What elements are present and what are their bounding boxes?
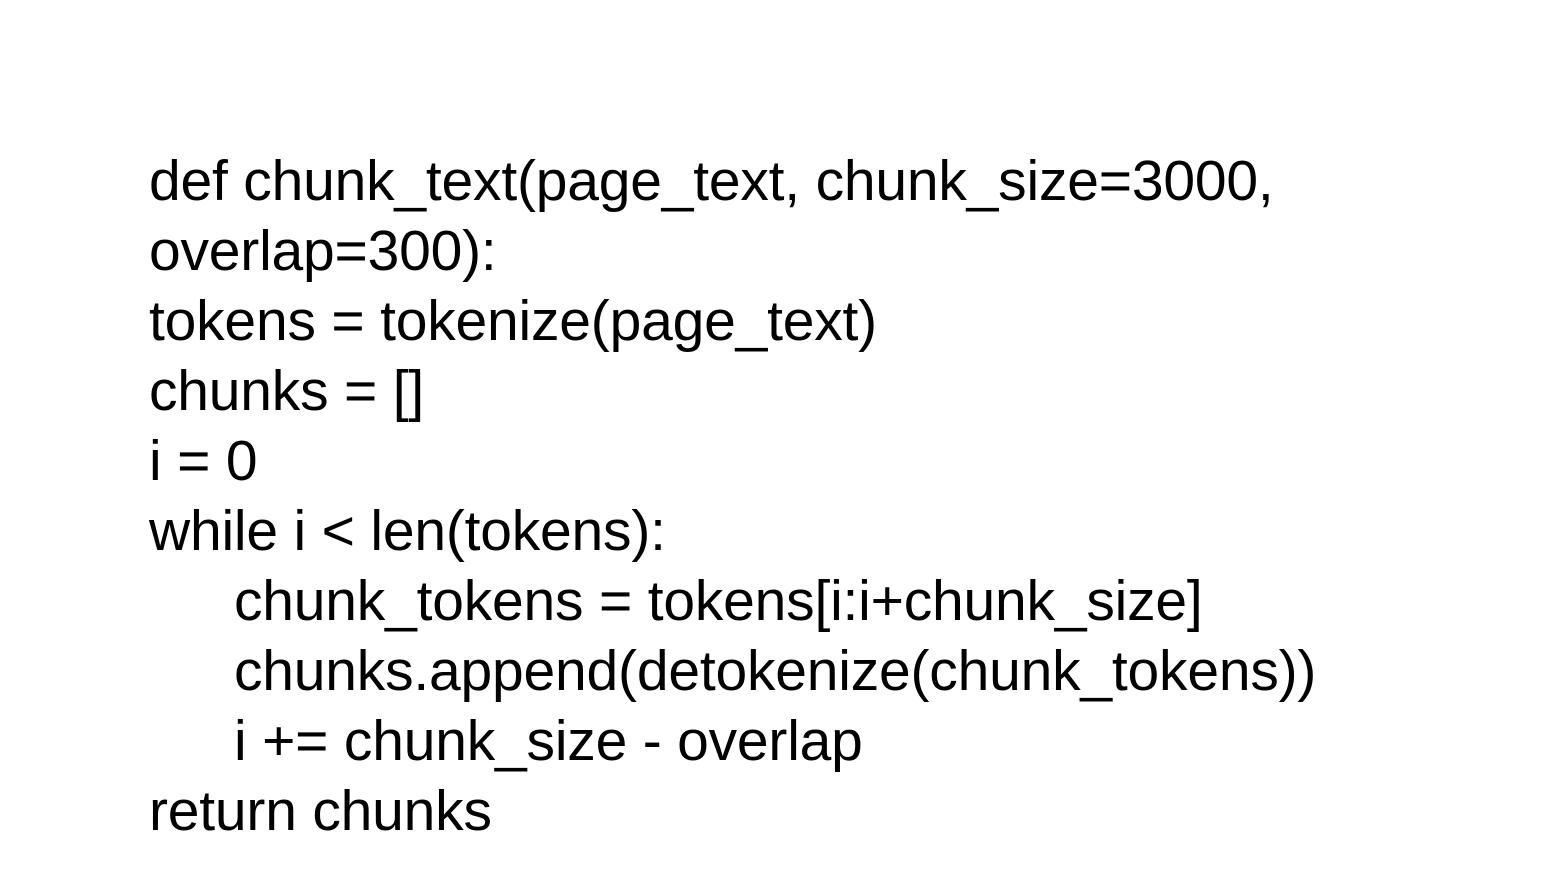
code-line: chunks = [] [149,359,425,423]
code-line: i = 0 [149,429,258,493]
code-snippet: def chunk_text(page_text, chunk_size=300… [149,146,1529,846]
code-line: overlap=300): [149,219,497,283]
code-line: while i < len(tokens): [149,499,666,563]
code-line: i += chunk_size - overlap [234,709,863,773]
code-line: def chunk_text(page_text, chunk_size=300… [149,149,1274,213]
code-line: chunks.append(detokenize(chunk_tokens)) [234,639,1317,703]
code-line: tokens = tokenize(page_text) [149,289,877,353]
code-line: chunk_tokens = tokens[i:i+chunk_size] [234,569,1203,633]
code-line: return chunks [149,779,492,843]
